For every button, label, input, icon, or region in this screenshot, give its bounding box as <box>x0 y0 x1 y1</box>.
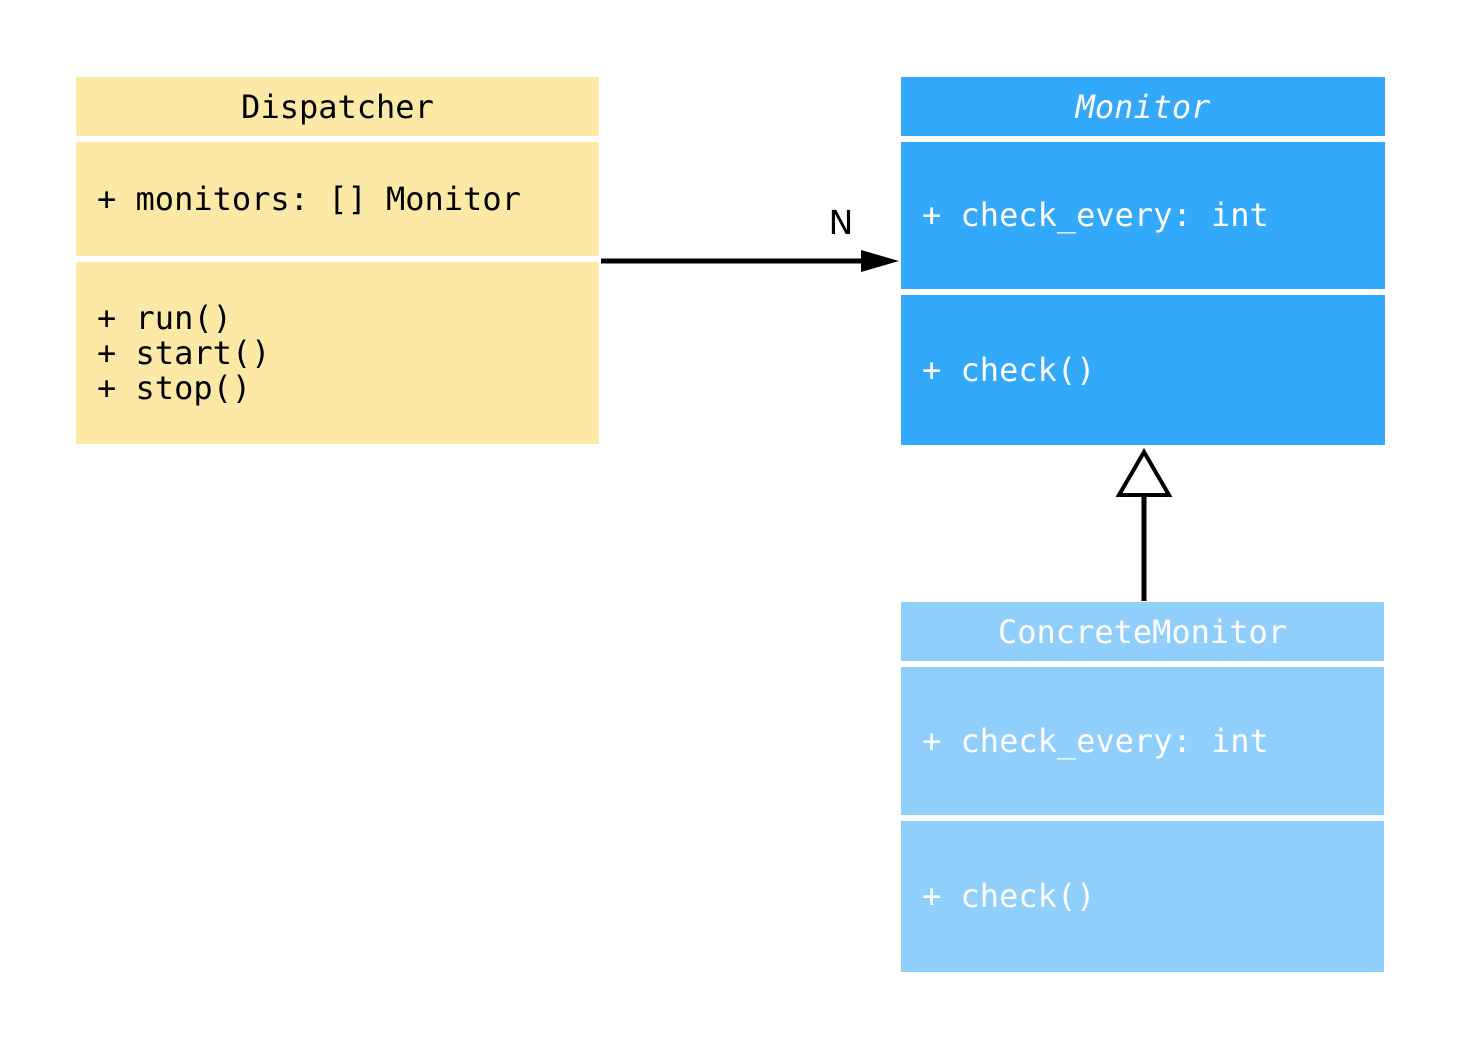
attribute-row: + check_every: int <box>922 721 1269 760</box>
class-title-bar-dispatcher: Dispatcher <box>76 77 599 136</box>
method-row: + check() <box>922 350 1096 389</box>
class-box-dispatcher: Dispatcher + monitors: [] Monitor + run(… <box>76 77 599 444</box>
attribute-row: + check_every: int <box>922 196 1269 234</box>
method-row: + check() <box>922 877 1096 915</box>
inheritance-hollow-triangle <box>1115 448 1173 497</box>
class-title-monitor: Monitor <box>1075 87 1211 126</box>
class-title-dispatcher: Dispatcher <box>241 87 434 126</box>
class-box-concrete-monitor: ConcreteMonitor + check_every: int + che… <box>901 602 1384 972</box>
inheritance-edge <box>1115 448 1173 601</box>
method-row: + run() <box>97 298 232 337</box>
attribute-row: + monitors: [] Monitor <box>97 179 521 218</box>
method-row: + start() <box>97 333 271 372</box>
class-methods-concrete-monitor: + check() <box>901 821 1384 972</box>
class-methods-monitor: + check() <box>901 295 1385 445</box>
class-attributes-concrete-monitor: + check_every: int <box>901 667 1384 815</box>
association-arrowhead <box>861 250 899 272</box>
class-attributes-monitor: + check_every: int <box>901 142 1385 289</box>
association-multiplicity-label: N <box>828 203 854 242</box>
class-attributes-dispatcher: + monitors: [] Monitor <box>76 142 599 256</box>
class-title-bar-concrete-monitor: ConcreteMonitor <box>901 602 1384 661</box>
class-methods-dispatcher: + run() + start() + stop() <box>76 262 599 444</box>
class-box-monitor: Monitor + check_every: int + check() <box>901 77 1385 445</box>
association-edge <box>601 250 899 272</box>
class-title-concrete-monitor: ConcreteMonitor <box>998 612 1287 651</box>
method-row: + stop() <box>97 368 252 407</box>
class-title-bar-monitor: Monitor <box>901 77 1385 136</box>
